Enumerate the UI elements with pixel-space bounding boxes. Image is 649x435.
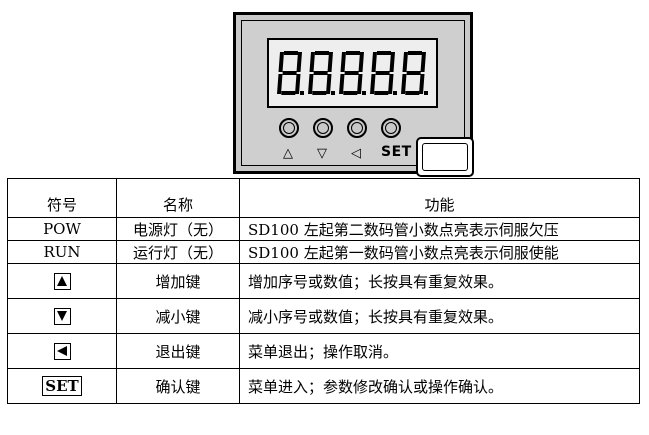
segment — [408, 51, 422, 55]
connector-tab — [416, 137, 474, 177]
decimal-point — [393, 91, 397, 95]
segment — [339, 74, 345, 94]
segment — [295, 74, 301, 94]
left-triangle-icon: ◁ — [351, 146, 361, 161]
segment — [296, 52, 302, 72]
segment — [278, 52, 284, 72]
down-triangle-icon: ▽ — [317, 146, 327, 161]
display-digit — [401, 51, 428, 95]
row-symbol: SET — [7, 368, 117, 404]
row-name: 运行灯（无） — [116, 240, 240, 264]
row-symbol: POW — [7, 217, 117, 241]
row-function: 菜单退出；操作取消。 — [239, 333, 640, 369]
table-row: RUN 运行灯（无） SD100 左起第一数码管小数点亮表示伺服使能 — [7, 240, 640, 264]
segment — [282, 71, 297, 75]
down-arrow-key-icon — [53, 308, 71, 326]
segment — [401, 74, 407, 94]
header-symbol: 符号 — [7, 178, 117, 218]
up-arrow-key-icon — [53, 273, 71, 291]
segment — [312, 91, 327, 95]
drive-panel-illustration: △ ▽ ◁ SET — [233, 12, 478, 177]
row-function: 增加序号或数值；长按具有重复效果。 — [239, 263, 640, 299]
set-key-symbol: SET — [42, 376, 82, 396]
segment — [405, 91, 420, 95]
segment — [388, 74, 394, 94]
segment — [344, 71, 359, 75]
segment — [402, 52, 408, 72]
row-function: 减小序号或数值；长按具有重复效果。 — [239, 298, 640, 334]
segment — [371, 52, 377, 72]
segment — [406, 71, 421, 75]
left-key-button[interactable] — [347, 118, 367, 138]
segment — [313, 71, 328, 75]
table-row: 增加键 增加序号或数值；长按具有重复效果。 — [7, 263, 640, 299]
row-function: 菜单进入；参数修改确认或操作确认。 — [239, 368, 640, 404]
row-symbol — [7, 298, 117, 334]
row-name: 电源灯（无） — [116, 217, 240, 241]
segment — [315, 51, 329, 55]
header-function: 功能 — [239, 178, 640, 218]
table-header-row: 符号 名称 功能 — [7, 178, 640, 218]
segment — [343, 91, 358, 95]
row-function: SD100 左起第一数码管小数点亮表示伺服使能 — [239, 240, 640, 264]
segment — [375, 71, 390, 75]
decimal-point — [362, 91, 366, 95]
down-key-button[interactable] — [313, 118, 333, 138]
segment — [346, 51, 360, 55]
segment — [327, 52, 333, 72]
decimal-point — [424, 91, 428, 95]
segment — [370, 74, 376, 94]
left-arrow-key-icon — [53, 343, 71, 361]
segment — [374, 91, 389, 95]
segment — [308, 74, 314, 94]
row-symbol — [7, 263, 117, 299]
set-key-label: SET — [381, 144, 412, 160]
up-key-button[interactable] — [279, 118, 299, 138]
table-row: 退出键 菜单退出；操作取消。 — [7, 333, 640, 369]
row-name: 确认键 — [116, 368, 240, 404]
display-digits — [277, 51, 428, 95]
table-row: POW 电源灯（无） SD100 左起第二数码管小数点亮表示伺服欠压 — [7, 217, 640, 241]
segment — [420, 52, 426, 72]
set-key-button[interactable] — [381, 118, 401, 138]
segment — [419, 74, 425, 94]
key-function-table: 符号 名称 功能 POW 电源灯（无） SD100 左起第二数码管小数点亮表示伺… — [7, 178, 640, 404]
segment — [389, 52, 395, 72]
header-name: 名称 — [116, 178, 240, 218]
row-function: SD100 左起第二数码管小数点亮表示伺服欠压 — [239, 217, 640, 241]
decimal-point — [331, 91, 335, 95]
row-symbol — [7, 333, 117, 369]
segment — [326, 74, 332, 94]
segment — [309, 52, 315, 72]
segment — [277, 74, 283, 94]
segment — [377, 51, 391, 55]
segment — [284, 51, 298, 55]
display-digit — [308, 51, 335, 95]
row-name: 退出键 — [116, 333, 240, 369]
decimal-point — [300, 91, 304, 95]
row-symbol: RUN — [7, 240, 117, 264]
up-triangle-icon: △ — [283, 146, 293, 161]
seven-segment-display — [267, 38, 438, 108]
segment — [357, 74, 363, 94]
display-digit — [370, 51, 397, 95]
segment — [281, 91, 296, 95]
display-digit — [277, 51, 304, 95]
row-name: 增加键 — [116, 263, 240, 299]
segment — [358, 52, 364, 72]
display-digit — [339, 51, 366, 95]
segment — [340, 52, 346, 72]
row-name: 减小键 — [116, 298, 240, 334]
table-row: SET 确认键 菜单进入；参数修改确认或操作确认。 — [7, 368, 640, 404]
table-row: 减小键 减小序号或数值；长按具有重复效果。 — [7, 298, 640, 334]
